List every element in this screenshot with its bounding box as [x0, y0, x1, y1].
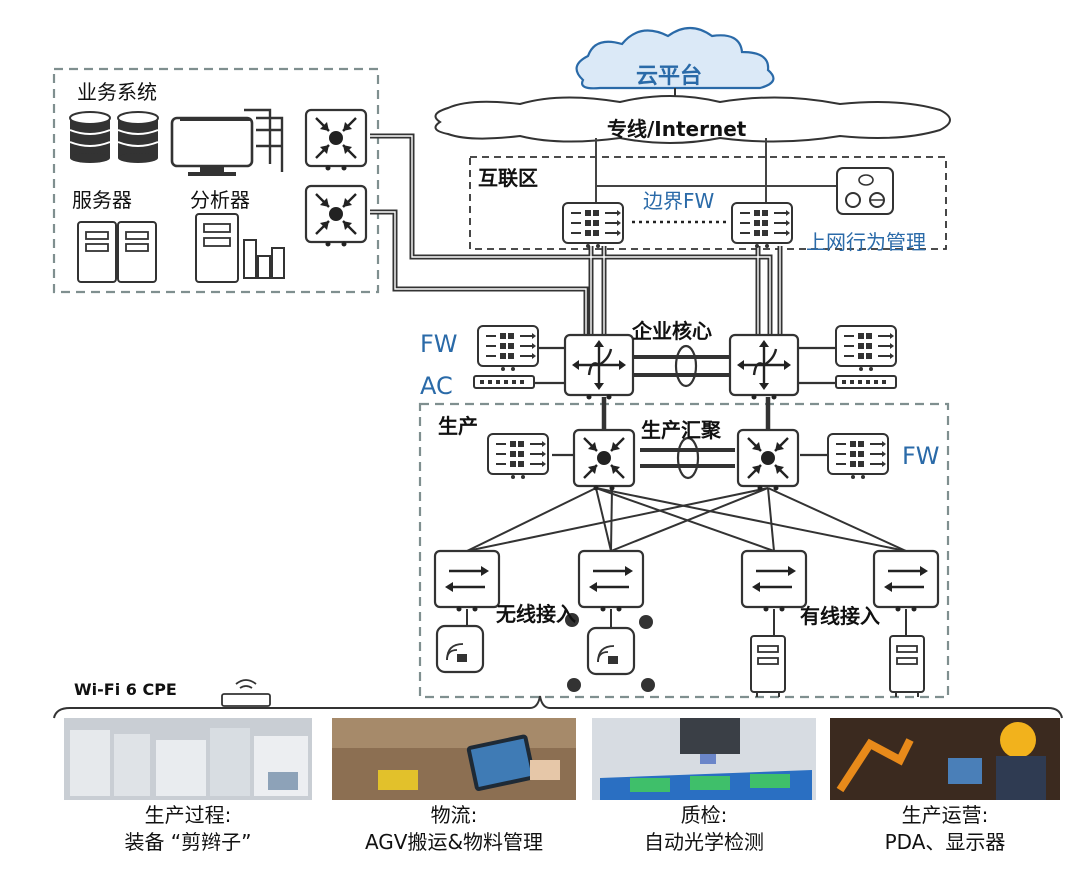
- scenario-logistics: 物流: AGV搬运&物料管理: [332, 802, 576, 856]
- servers-label: 服务器: [72, 188, 132, 212]
- photo-production-operations: [830, 718, 1060, 800]
- business-router-1: [304, 108, 368, 172]
- cloud-platform-label: 云平台: [636, 64, 703, 89]
- cloud-icon: [575, 26, 775, 90]
- ac-controller-right: [835, 375, 897, 389]
- monitor-icon: [170, 108, 284, 176]
- access-switch-1: [433, 549, 501, 613]
- access-switch-3: [740, 549, 808, 613]
- access-point-icon: [435, 624, 485, 674]
- production-firewall-right: [827, 433, 889, 480]
- dmz-firewall-left: [562, 202, 624, 249]
- enterprise-core-title: 企业核心: [632, 319, 712, 343]
- scenario-title: 生产运营:: [901, 803, 989, 827]
- dmz-firewall-right: [731, 202, 793, 249]
- production-title: 生产: [438, 414, 478, 438]
- core-switch-left: [563, 333, 635, 401]
- core-firewall-left: [477, 325, 539, 372]
- scenario-production-operations: 生产运营: PDA、显示器: [830, 802, 1060, 856]
- access-point-icon: [586, 626, 636, 676]
- bar-chart-icon: [243, 239, 285, 279]
- behavior-mgmt-label: 上网行为管理: [806, 230, 926, 254]
- behavior-mgmt-icon: [836, 167, 894, 215]
- core-firewall-right: [835, 325, 897, 372]
- scenario-desc: 自动光学检测: [644, 830, 764, 854]
- scenario-quality-inspection: 质检: 自动光学检测: [592, 802, 816, 856]
- wifi6-cpe-label: Wi-Fi 6 CPE: [74, 680, 177, 699]
- leased-line-internet-label: 专线/Internet: [607, 117, 747, 141]
- access-switch-2: [577, 549, 645, 613]
- wifi-router-icon: [221, 679, 271, 707]
- production-region: [418, 402, 950, 699]
- core-switch-right: [728, 333, 800, 401]
- scenario-desc: AGV搬运&物料管理: [364, 830, 544, 854]
- business-router-2: [304, 184, 368, 248]
- analyzers-label: 分析器: [190, 188, 250, 212]
- wired-terminal-1: [750, 635, 786, 698]
- photo-quality-inspection: [592, 718, 816, 800]
- wired-access-label: 有线接入: [800, 604, 880, 628]
- scenario-title: 质检:: [680, 803, 728, 827]
- production-agg-router-right: [736, 428, 800, 492]
- wired-terminal-2: [889, 635, 925, 698]
- scenario-desc: PDA、显示器: [884, 830, 1006, 854]
- production-agg-router-left: [572, 428, 636, 492]
- core-fw-label: FW: [420, 330, 458, 358]
- server-icon: [195, 213, 239, 283]
- production-firewall-left: [487, 433, 549, 480]
- core-ac-label: AC: [420, 372, 453, 400]
- scenario-desc: 装备 “剪辫子”: [124, 830, 252, 854]
- internet-cloud: [434, 95, 951, 144]
- database-icon: [117, 111, 159, 164]
- ac-controller-left: [473, 375, 535, 389]
- business-system-title: 业务系统: [77, 80, 157, 104]
- access-switch-4: [872, 549, 940, 613]
- production-fw-label: FW: [902, 442, 940, 470]
- wireless-access-label: 无线接入: [496, 602, 576, 626]
- scenario-title: 物流:: [430, 803, 478, 827]
- business-system-region: [52, 67, 380, 294]
- database-icon: [69, 111, 111, 164]
- wireless-client-icons: [565, 613, 655, 692]
- scenario-title: 生产过程:: [144, 803, 232, 827]
- server-icon: [77, 221, 157, 283]
- production-agg-title: 生产汇聚: [641, 418, 721, 442]
- scenario-production-process: 生产过程: 装备 “剪辫子”: [64, 802, 312, 856]
- border-fw-label: 边界FW: [643, 189, 715, 213]
- dmz-region: [469, 156, 947, 250]
- photo-production-process: [64, 718, 312, 800]
- dmz-title: 互联区: [478, 166, 538, 190]
- photo-logistics: [332, 718, 576, 800]
